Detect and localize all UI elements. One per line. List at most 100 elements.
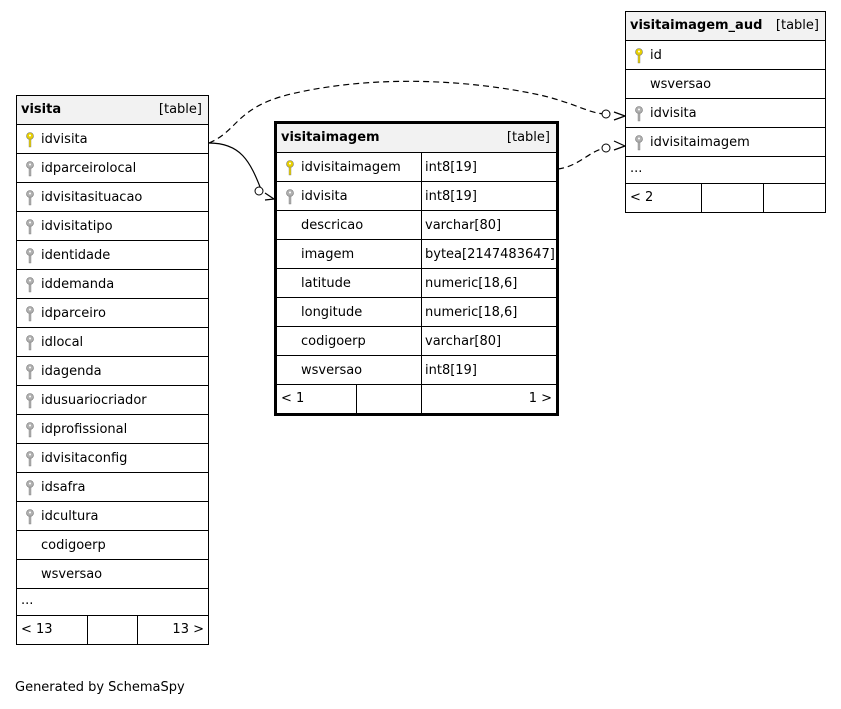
column-name: codigoerp [41,538,106,553]
column-row[interactable]: imagem bytea[2147483647] [277,240,556,269]
column-type: bytea[2147483647] [425,247,555,262]
footer-right: 1 > [528,391,552,406]
column-name: idagenda [41,364,102,379]
table-header: visita [table] [17,96,208,125]
column-row[interactable]: idagenda [17,357,208,386]
table-kind: [table] [158,102,202,117]
optional-marker [254,186,264,196]
column-name: imagem [301,247,355,262]
column-name: idvisitaimagem [301,160,401,175]
column-name: longitude [301,305,363,320]
column-row[interactable]: iddemanda [17,270,208,299]
column-name: idvisitatipo [41,219,113,234]
foreign-key-icon [635,106,643,122]
column-type: int8[19] [425,363,477,378]
column-row[interactable]: codigoerp varchar[80] [277,327,556,356]
column-name: idvisitasituacao [41,190,143,205]
column-name: codigoerp [301,334,366,349]
foreign-key-icon [26,451,34,467]
footer-right: 13 > [172,622,204,637]
foreign-key-icon [26,393,34,409]
foreign-key-icon [26,480,34,496]
column-row[interactable]: idvisitaconfig [17,444,208,473]
column-row[interactable]: wsversao [626,70,825,99]
column-name: idvisitaimagem [650,135,750,150]
column-row[interactable]: idvisitaimagem [626,128,825,157]
foreign-key-icon [26,364,34,380]
column-name: idparceiro [41,306,106,321]
column-name: idlocal [41,335,84,350]
primary-key-icon [635,48,643,64]
column-row[interactable]: id [626,41,825,70]
table-kind: [table] [775,18,819,33]
column-row[interactable]: codigoerp [17,531,208,560]
table-name: visitaimagem_aud [630,18,763,33]
foreign-key-icon [26,161,34,177]
table-kind: [table] [506,130,550,145]
table-name: visitaimagem [281,130,380,145]
foreign-key-icon [26,248,34,264]
column-name: idvisitaconfig [41,451,128,466]
foreign-key-icon [26,219,34,235]
table-visita[interactable]: visita [table] idvisita idparceirolocal id… [16,95,209,645]
column-row[interactable]: idprofissional [17,415,208,444]
column-type: numeric[18,6] [425,276,518,291]
table-footer: < 13 13 > [17,616,208,644]
column-row[interactable]: identidade [17,241,208,270]
column-type: numeric[18,6] [425,305,518,320]
column-name: id [650,48,662,63]
column-name: idcultura [41,509,99,524]
footer-left: < 2 [630,190,654,205]
relationship-visita-visitaimagem-aud [208,80,607,144]
footer-left: < 13 [21,622,53,637]
column-row[interactable]: idusuariocriador [17,386,208,415]
column-name: idvisita [41,132,88,147]
relationship-visitaimagem-visitaimagem-aud [557,147,607,170]
column-row[interactable]: idparceirolocal [17,154,208,183]
column-name: identidade [41,248,111,263]
optional-marker [601,143,611,153]
column-name: idprofissional [41,422,128,437]
column-name: wsversao [301,363,363,378]
table-header: visitaimagem [table] [277,124,556,153]
table-visitaimagem[interactable]: visitaimagem [table] idvisitaimagem int8[… [274,121,559,416]
relationship-visita-visitaimagem [208,142,263,193]
crowfoot-marker [264,192,275,201]
foreign-key-icon [635,135,643,151]
primary-key-icon [286,160,294,176]
column-row[interactable]: wsversao int8[19] [277,356,556,385]
column-type: varchar[80] [425,334,502,349]
column-row[interactable]: idsafra [17,473,208,502]
foreign-key-icon [26,335,34,351]
column-row[interactable]: idcultura [17,502,208,531]
table-visitaimagem-aud[interactable]: visitaimagem_aud [table] id wsversao idvis… [625,11,826,213]
foreign-key-icon [26,306,34,322]
generated-by-caption: Generated by SchemaSpy [15,680,185,695]
column-row[interactable]: idvisita [626,99,825,128]
column-name: idsafra [41,480,86,495]
column-name: wsversao [41,567,103,582]
column-row[interactable]: idvisita [17,125,208,154]
crowfoot-marker [613,140,626,151]
table-name: visita [21,102,62,117]
column-name: iddemanda [41,277,115,292]
optional-marker [601,109,611,119]
column-row[interactable]: idvisitatipo [17,212,208,241]
column-row[interactable]: longitude numeric[18,6] [277,298,556,327]
column-row[interactable]: idvisitasituacao [17,183,208,212]
table-footer: < 1 1 > [277,385,556,413]
column-name: wsversao [650,77,712,92]
column-row[interactable]: idparceiro [17,299,208,328]
column-row[interactable]: idlocal [17,328,208,357]
column-row[interactable]: idvisitaimagem int8[19] [277,153,556,182]
foreign-key-icon [26,422,34,438]
footer-left: < 1 [281,391,305,406]
column-row[interactable]: wsversao [17,560,208,589]
more-columns: ... [626,157,825,184]
crowfoot-marker [613,111,626,121]
column-type: int8[19] [425,160,477,175]
